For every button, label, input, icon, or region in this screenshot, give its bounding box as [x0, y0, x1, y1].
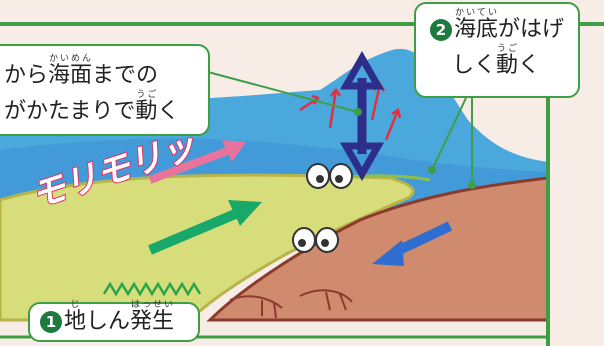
- ruby-kaitei: 海底かいてい: [454, 8, 499, 42]
- ruby-ugoku: 動うご: [496, 43, 519, 78]
- leader-dot: [354, 108, 362, 116]
- crust-eyes: [306, 163, 353, 189]
- plate-hand: [299, 289, 353, 311]
- step-number-1: 1: [40, 311, 62, 333]
- zigzag-icon: [102, 281, 202, 297]
- red-arrows-icon: [299, 81, 402, 141]
- callout-line-2: しく動うごく: [452, 43, 541, 78]
- ruby-ugoku: 動うご: [135, 89, 158, 124]
- blue-arrowhead-icon: [372, 240, 404, 266]
- step-number-2: 2: [430, 19, 452, 41]
- continental-crust: [0, 173, 415, 322]
- pink-arrowhead-icon: [222, 140, 246, 162]
- double-headed-arrow-icon: [339, 50, 385, 182]
- green-arrow-icon: [148, 207, 242, 255]
- pink-arrow-icon: [148, 146, 232, 184]
- callout-leader-line: [207, 71, 359, 113]
- callout-surface-to-sea: から海面かいめんまでの がかたまりで動うごく: [0, 44, 210, 136]
- leader-dot: [468, 181, 476, 189]
- callout-leader-line: [431, 97, 467, 171]
- ruby-kaimen: 海面かいめん: [48, 54, 93, 88]
- plate-hand: [229, 295, 283, 319]
- callout-line-2: がかたまりで動うごく: [4, 89, 180, 124]
- callout-line-1: から海面かいめんまでの: [4, 54, 159, 88]
- ruby-hassei: 発生はっせい: [130, 300, 175, 334]
- ocean-plate: [206, 176, 550, 322]
- plate-eyes: [292, 227, 339, 253]
- ruby-ji: 地じ: [64, 300, 87, 334]
- leader-dot: [428, 166, 436, 174]
- blue-arrow-icon: [392, 221, 453, 257]
- green-arrowhead-icon: [228, 200, 262, 226]
